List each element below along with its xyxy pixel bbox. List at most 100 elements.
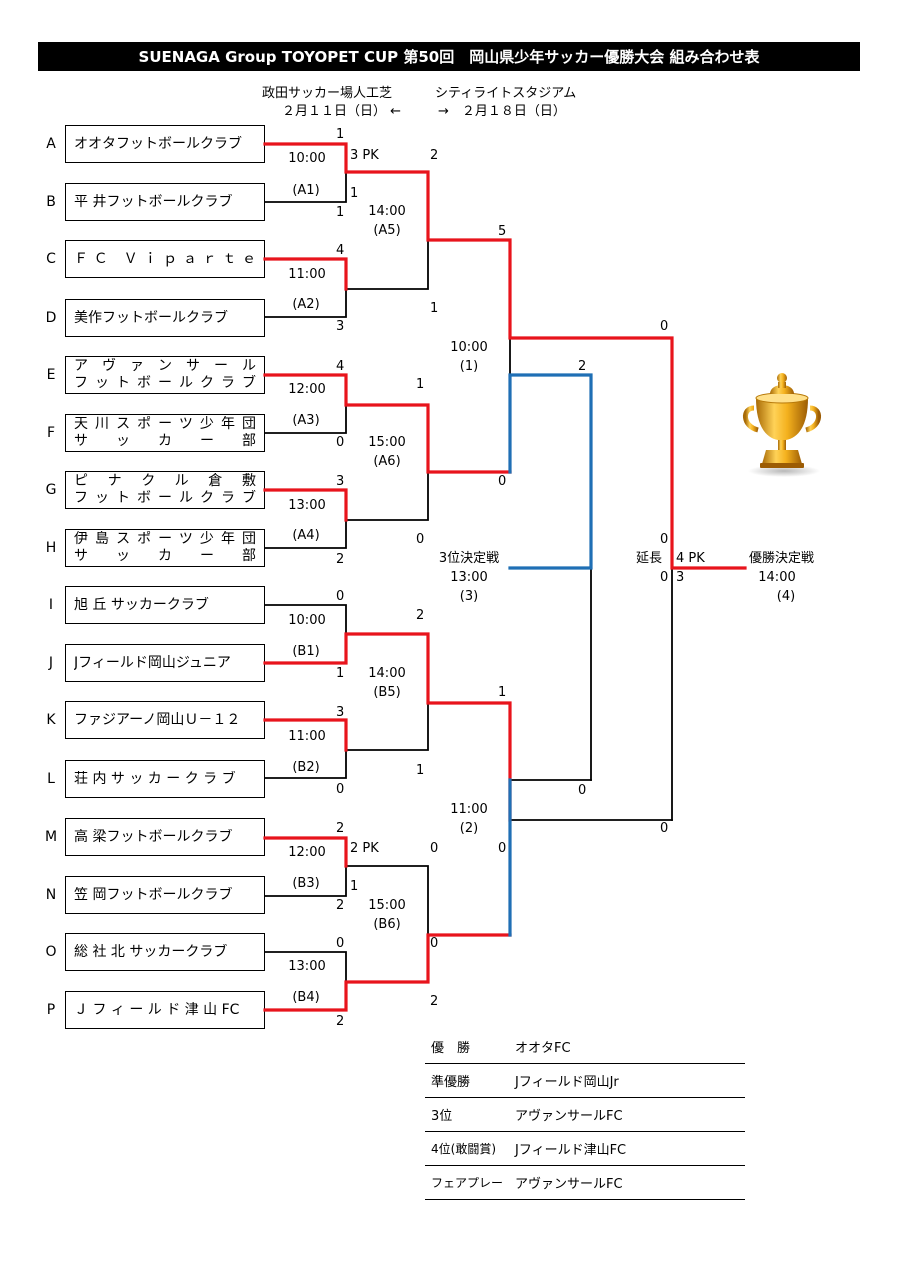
team-name: Ｊ フ ィ ー ル ド 津 山 FC (74, 1001, 240, 1018)
result-team: アヴァンサールFC (515, 1109, 623, 1124)
winner-path (263, 632, 512, 822)
team-letter: K (46, 712, 56, 728)
result-label: 3位 (431, 1109, 453, 1124)
result-row: 準優勝 Jフィールド岡山Jr (425, 1064, 745, 1098)
team-box-f: 天川スポーツ少年団サッカー部 (65, 414, 265, 452)
score-final-et-top: 0 (660, 532, 669, 547)
team-box-m: 高 梁フットボールクラブ (65, 818, 265, 856)
time-a6: 15:00 (368, 435, 406, 450)
code-a1: (A1) (292, 183, 320, 198)
score-sf1-top: 5 (498, 224, 507, 239)
time-b6: 15:00 (368, 898, 406, 913)
pk-b3-bottom: 1 (350, 879, 359, 894)
pk-b3: 2 PK (350, 841, 379, 856)
code-sf1: (1) (459, 359, 479, 374)
result-team: Jフィールド岡山Jr (515, 1075, 619, 1090)
time-b5: 14:00 (368, 666, 406, 681)
result-label: フェアプレー (431, 1176, 504, 1190)
team-name: 荘 内 サ ッ カ ー ク ラ ブ (74, 770, 236, 787)
score-b6-top: 0 (430, 841, 439, 856)
team-name-line2: フットボールクラブ (74, 375, 256, 391)
bracket-line (264, 404, 347, 434)
bracket-line (345, 239, 429, 290)
time-b1: 10:00 (288, 613, 326, 628)
team-letter: I (48, 597, 54, 613)
score-a6-top: 1 (416, 377, 425, 392)
winner-path (263, 373, 512, 474)
code-a5: (A5) (373, 223, 401, 238)
score-a2-top: 4 (336, 243, 345, 258)
team-box-h: 伊島スポーツ少年団サッカー部 (65, 529, 265, 567)
team-box-i: 旭 丘 サッカークラブ (65, 586, 265, 624)
team-letter: D (45, 310, 57, 326)
team-letter: N (45, 887, 57, 903)
team-box-l: 荘 内 サ ッ カ ー ク ラ ブ (65, 760, 265, 798)
team-box-k: ファジアーノ岡山Ｕ－１２ (65, 701, 265, 739)
time-b4: 13:00 (288, 959, 326, 974)
score-3rd-top: 2 (578, 359, 587, 374)
score-3rd-bottom: 0 (578, 783, 587, 798)
score-final-bottom: 0 (660, 821, 669, 836)
time-a4: 13:00 (288, 498, 326, 513)
team-name: 笠 岡フットボールクラブ (74, 886, 233, 903)
time-a3: 12:00 (288, 382, 326, 397)
third-place-label: 3位決定戦 (438, 551, 500, 566)
winner-path (263, 257, 348, 291)
code-b5: (B5) (373, 685, 401, 700)
bracket-line (264, 749, 347, 779)
code-3rd: (3) (459, 589, 479, 604)
result-label: 4位(敢闘賞) (431, 1142, 496, 1156)
team-name: Jフィールド岡山ジュニア (74, 654, 231, 671)
venue-right-date: → ２月１８日（日） (438, 104, 566, 119)
team-box-c: ＦＣ Ｖｉｐａｒｔｅ (65, 240, 265, 278)
team-name-line2: フットボールクラブ (74, 490, 256, 506)
score-b5-top: 2 (416, 608, 425, 623)
team-letter: M (44, 829, 58, 845)
team-letter: F (46, 425, 56, 441)
code-final: (4) (776, 589, 796, 604)
score-b6-side: 0 (430, 936, 439, 951)
team-name: ファジアーノ岡山Ｕ－１２ (74, 711, 241, 728)
bracket-line (264, 604, 347, 635)
trophy-icon (743, 373, 821, 477)
team-letter: H (45, 540, 57, 556)
code-b6: (B6) (373, 917, 401, 932)
team-box-a: オオタフットボールクラブ (65, 125, 265, 163)
team-box-o: 総 社 北 サッカークラブ (65, 933, 265, 971)
team-name-line1: ピナクル倉敷 (74, 473, 256, 489)
result-row: 優 勝 オオタFC (425, 1030, 745, 1064)
team-name: 旭 丘 サッカークラブ (74, 596, 209, 613)
bracket-line (264, 288, 347, 318)
winner-path (263, 718, 348, 752)
result-team: Jフィールド津山FC (515, 1143, 627, 1158)
team-name: 平 井フットボールクラブ (74, 193, 233, 210)
bracket-line (345, 702, 429, 751)
team-name-line1: 天川スポーツ少年団 (74, 416, 256, 432)
score-final-top: 0 (660, 319, 669, 334)
time-sf1: 10:00 (450, 340, 488, 355)
team-letter: P (46, 1002, 56, 1018)
time-sf2: 11:00 (450, 802, 488, 817)
time-a2: 11:00 (288, 267, 326, 282)
code-b4: (B4) (292, 990, 320, 1005)
team-name: ＦＣ Ｖｉｐａｒｔｅ (74, 250, 256, 267)
team-box-p: Ｊ フ ィ ー ル ド 津 山 FC (65, 991, 265, 1029)
score-sf1-bottom: 0 (498, 474, 507, 489)
venue-left-date: ２月１１日（日） ← (282, 104, 402, 119)
third-place-path (508, 373, 593, 570)
score-a3-top: 4 (336, 359, 345, 374)
team-box-b: 平 井フットボールクラブ (65, 183, 265, 221)
results-table: 優 勝 オオタFC 準優勝 Jフィールド岡山Jr 3位 アヴァンサールFC 4位… (425, 1030, 745, 1200)
team-letter: E (46, 367, 56, 383)
team-name-line1: アヴァンサール (74, 358, 256, 374)
result-team: アヴァンサールFC (515, 1177, 623, 1192)
score-a2-bottom: 3 (336, 319, 345, 334)
score-a4-bottom: 2 (336, 552, 345, 567)
code-a4: (A4) (292, 528, 320, 543)
code-b2: (B2) (292, 760, 320, 775)
score-a6-bottom: 0 (416, 532, 425, 547)
code-sf2: (2) (459, 821, 479, 836)
venue-left-name: 政田サッカー場人工芝 (262, 86, 393, 101)
team-letter: B (46, 194, 56, 210)
